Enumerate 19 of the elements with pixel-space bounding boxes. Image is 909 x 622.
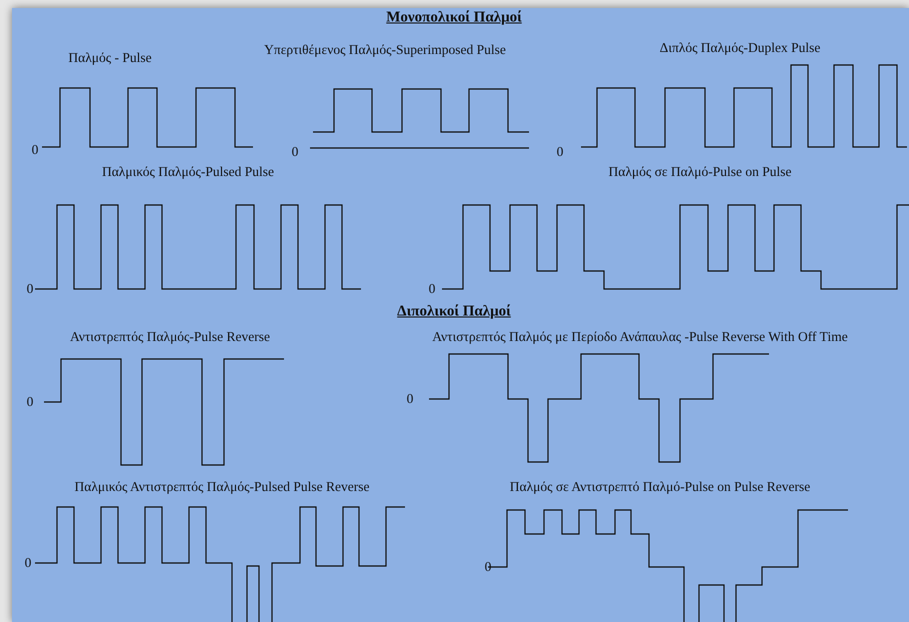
section-heading: Μονοπολικοί Παλμοί <box>386 10 522 26</box>
waveform-title: Παλμός σε Αντιστρεπτό Παλμό-Pulse on Pulse Reverse <box>510 479 810 495</box>
zero-level-label: 0 <box>26 281 34 297</box>
waveform-title: Διπλός Παλμός-Duplex Pulse <box>660 40 820 56</box>
zero-level-label: 0 <box>32 142 38 158</box>
waveform-title: Παλμικός Αντιστρεπτός Παλμός-Pulsed Pulse Reverse <box>74 479 370 495</box>
waveform-title: Αντιστρεπτός Παλμός-Pulse Reverse <box>70 329 270 345</box>
zero-level-label: 0 <box>406 391 414 407</box>
zero-level-label: 0 <box>292 144 298 160</box>
waveform-title: Αντιστρεπτός Παλμός με Περίοδο Ανάπαυλας -Pulse Reverse With Off Time <box>432 329 848 345</box>
waveform-title: Παλμός σε Παλμό-Pulse on Pulse <box>608 164 792 180</box>
zero-level-label: 0 <box>26 394 34 410</box>
zero-level-label: 0 <box>556 144 564 160</box>
zero-level-label: 0 <box>428 281 436 297</box>
zero-level-label: 0 <box>24 555 32 571</box>
waveform-title: Παλμικός Παλμός-Pulsed Pulse <box>102 164 274 180</box>
waveform-title: Υπερτιθέμενος Παλμός-Superimposed Pulse <box>264 42 506 58</box>
section-heading: Διπολικοί Παλμοί <box>397 304 511 320</box>
waveform-title: Παλμός - Pulse <box>68 50 152 66</box>
